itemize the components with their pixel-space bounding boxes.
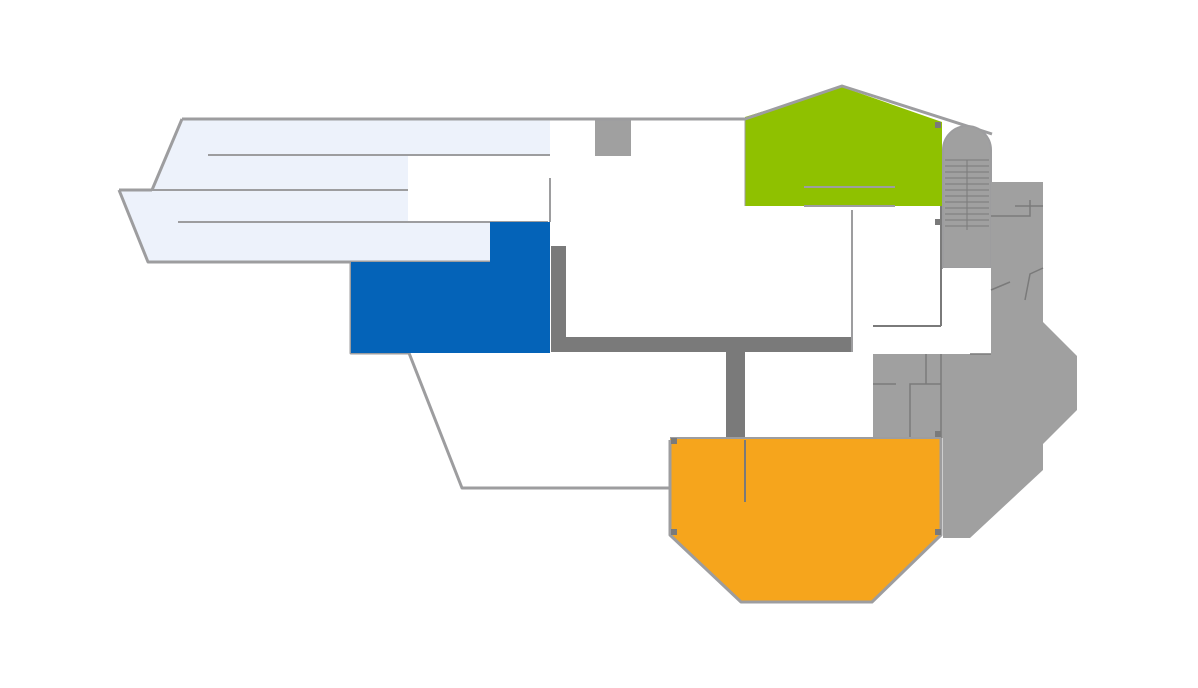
seating-white-gap	[408, 155, 550, 222]
seating-tier-lower[interactable]	[119, 190, 490, 262]
stairwell	[942, 125, 992, 269]
green-zone[interactable]	[745, 87, 942, 206]
corridor-connector	[726, 352, 745, 440]
orange-zone[interactable]	[670, 438, 941, 601]
corridor-west	[551, 246, 566, 352]
orange-zone-outline	[668, 438, 943, 604]
green-zone-roof	[744, 84, 993, 136]
column-markers	[671, 122, 941, 535]
service-block[interactable]	[873, 182, 1077, 538]
service-block-east[interactable]	[943, 182, 1077, 538]
stair-steps	[945, 159, 989, 230]
corridor-south	[551, 337, 851, 352]
seating-area[interactable]	[119, 119, 550, 262]
pillar-block	[595, 119, 631, 156]
service-block-south[interactable]	[873, 354, 943, 438]
corridor	[551, 246, 851, 440]
blue-zone[interactable]	[351, 222, 550, 353]
service-room-walls	[873, 200, 1044, 438]
service-lobby-white	[943, 268, 991, 354]
